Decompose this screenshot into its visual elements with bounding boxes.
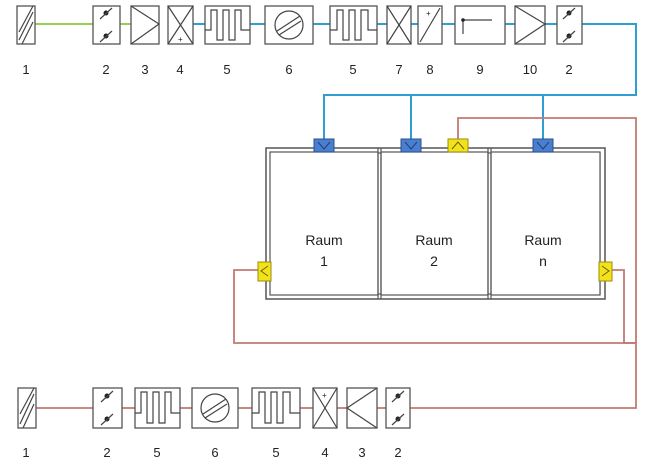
component-label: 2 — [102, 62, 109, 77]
component-label: 2 — [565, 62, 572, 77]
fan-icon — [264, 5, 314, 45]
damper-icon — [92, 387, 123, 429]
damper-icon — [92, 5, 121, 45]
supply-outlet-icon — [400, 138, 422, 153]
silencer-icon — [329, 5, 378, 45]
heat-recovery-icon: + — [167, 5, 194, 45]
exhaust-air-branch-duct — [233, 269, 636, 344]
component-label: 6 — [211, 445, 218, 460]
room-n — [490, 151, 601, 296]
component-label: 2 — [103, 445, 110, 460]
outdoor-air-grille-icon — [16, 5, 36, 45]
heat-recovery-icon: + — [312, 387, 338, 429]
room-2 — [380, 151, 489, 296]
room-1 — [269, 151, 379, 296]
supply-air-main-duct — [323, 23, 637, 140]
component-label: 9 — [476, 62, 483, 77]
svg-text:+: + — [178, 35, 183, 44]
damper-icon — [556, 5, 583, 45]
heater-icon: + — [417, 5, 443, 45]
component-label: 5 — [349, 62, 356, 77]
component-label: 6 — [285, 62, 292, 77]
filter-icon — [130, 5, 161, 45]
exhaust-air-grille-icon — [17, 387, 37, 429]
component-label: 5 — [272, 445, 279, 460]
room-name: Raum — [305, 232, 342, 248]
component-label: 4 — [176, 62, 183, 77]
exhaust-inlet-icon — [447, 138, 469, 153]
exhaust-air-main-duct — [410, 117, 637, 409]
component-label: 1 — [22, 445, 29, 460]
silencer-icon — [134, 387, 181, 429]
exhaust-inlet-icon — [257, 261, 272, 282]
component-label: 10 — [523, 62, 537, 77]
exhaust-air-ducts — [233, 117, 637, 409]
exhaust-inlet-icon — [598, 261, 613, 282]
room-number: 2 — [430, 253, 438, 269]
filter-icon — [345, 387, 378, 429]
component-label: 5 — [223, 62, 230, 77]
silencer-icon — [204, 5, 251, 45]
supply-outlet-icon — [313, 138, 335, 153]
exhaust-air-unit: + 1 2 5 6 5 4 3 2 — [17, 387, 411, 460]
exhaust-inlets — [257, 138, 613, 282]
component-label: 7 — [395, 62, 402, 77]
component-label: 8 — [426, 62, 433, 77]
silencer-icon — [251, 387, 301, 429]
supply-outlets — [313, 138, 554, 153]
room-number: n — [539, 253, 547, 269]
component-label: 1 — [22, 62, 29, 77]
cooler-icon — [386, 5, 412, 45]
svg-text:+: + — [426, 9, 431, 18]
component-label: 4 — [321, 445, 328, 460]
room-name: Raum — [524, 232, 561, 248]
fan-icon — [191, 387, 239, 429]
supply-air-unit: + + — [16, 5, 637, 140]
room-name: Raum — [415, 232, 452, 248]
component-label: 2 — [394, 445, 401, 460]
supply-outlet-icon — [532, 138, 554, 153]
rooms-block: Raum 1 Raum 2 Raum n — [265, 147, 606, 300]
exhaust-air-branch-duct — [610, 269, 636, 344]
component-label: 3 — [141, 62, 148, 77]
room-number: 1 — [320, 253, 328, 269]
filter-icon — [514, 5, 547, 45]
humidifier-icon — [454, 5, 506, 45]
component-label: 3 — [358, 445, 365, 460]
svg-text:+: + — [322, 391, 327, 400]
damper-icon — [385, 387, 411, 429]
component-label: 5 — [153, 445, 160, 460]
